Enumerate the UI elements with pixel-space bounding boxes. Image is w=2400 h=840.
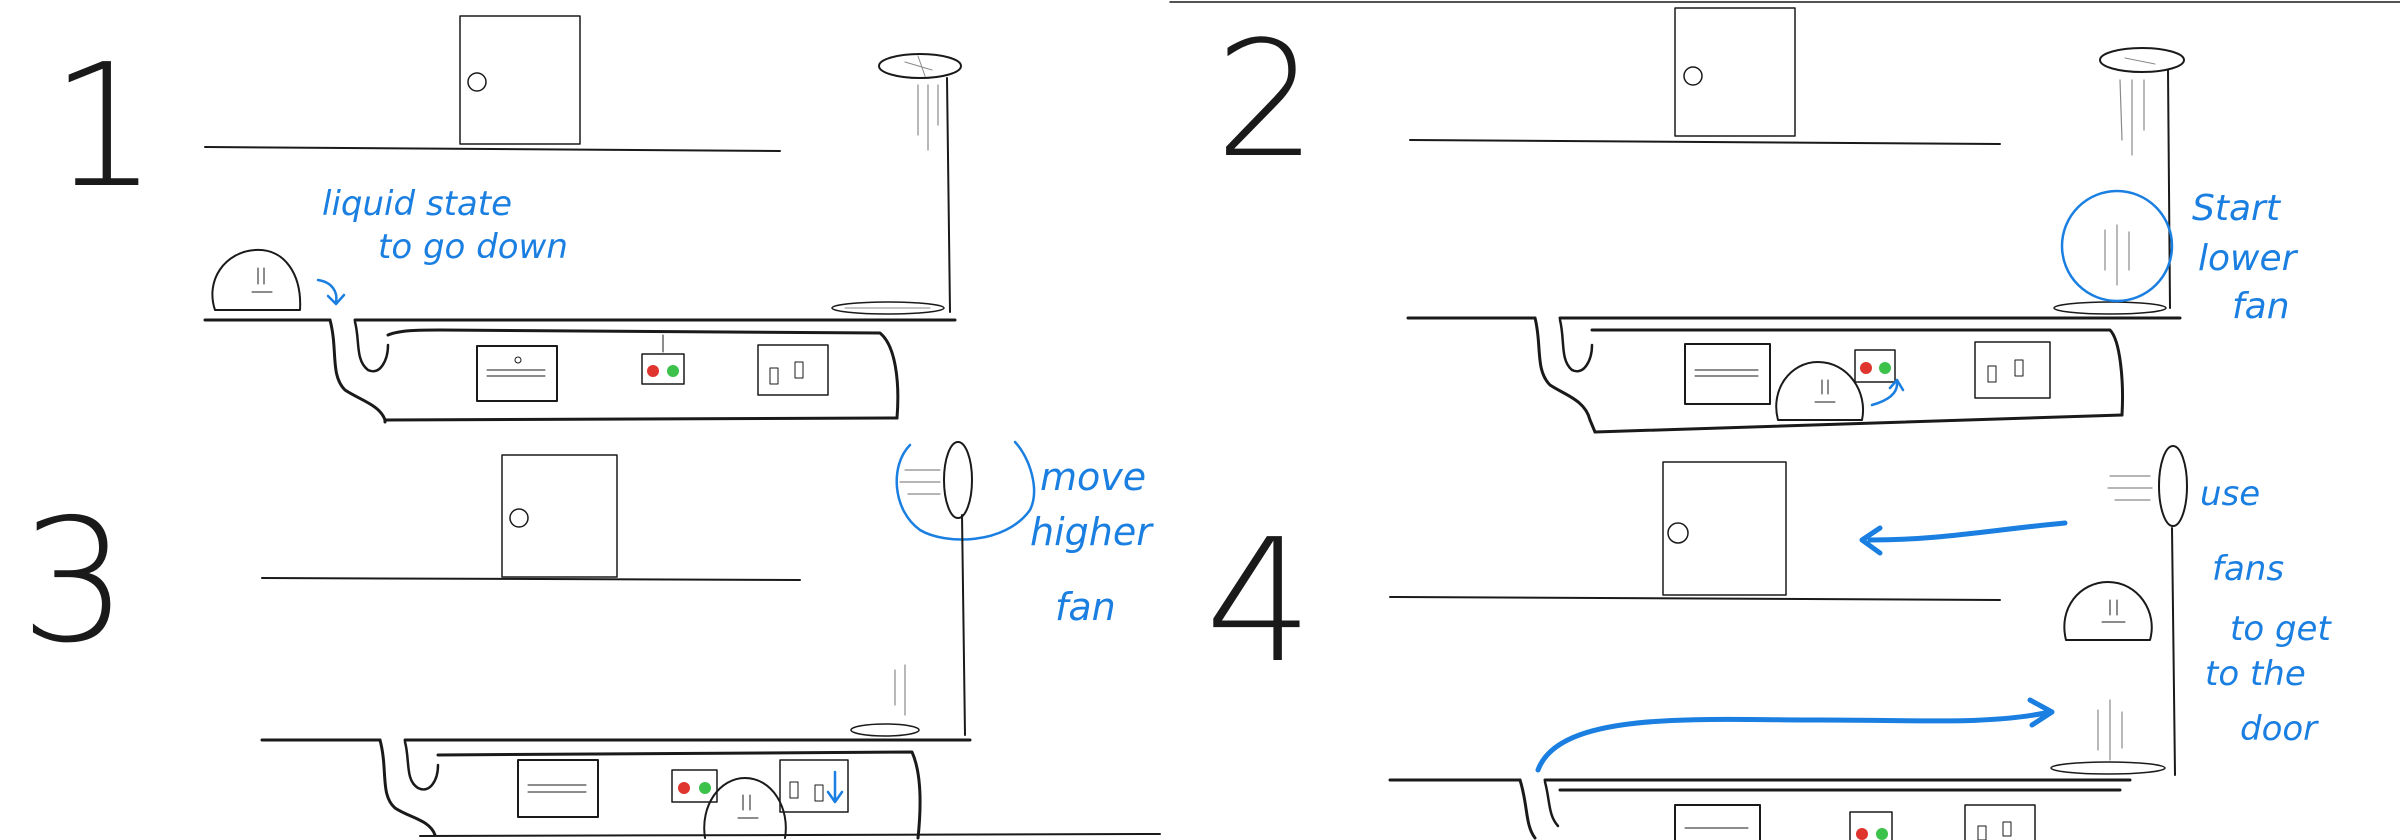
floor-fan-icon [831,301,945,315]
door-icon [1662,461,1787,596]
arrow-icon [316,278,346,306]
fan-icon [899,441,973,519]
blob-character-icon [1775,361,1865,421]
panel-2: 2 [1169,1,2400,434]
floor-fan-icon [2050,699,2166,775]
panel-4: 4 [1205,445,2342,840]
switch-panel [1974,341,2051,399]
door-icon [1674,7,1796,137]
floor-fan-icon [2053,301,2167,315]
button-panel [1849,811,1893,840]
panel-2-note: Start lower fan [2192,188,2308,327]
switch-panel [779,759,849,813]
panel-2-number: 2 [1215,6,1317,193]
panel-4-number: 4 [1205,503,1313,701]
switch-panel [1964,804,2036,840]
arrow-icon [826,770,844,804]
button-panel [1854,349,1896,383]
button-panel [641,334,685,385]
switch-panel [757,344,829,396]
blob-character-icon [2063,581,2153,641]
panel-4-note: use fans to get to the door [2200,474,2342,749]
panel-1: 1 [50,15,962,424]
panel-1-note: liquid state to go down [322,184,568,267]
highlight-circle [895,440,1036,541]
door-icon [501,454,618,578]
fan-icon [2099,47,2185,156]
control-panel-icon [1674,804,1761,840]
panel-3-number: 3 [20,483,128,681]
arrow-icon [1859,520,2068,556]
panel-3: 3 [20,440,1164,840]
control-panel-icon [1684,343,1771,405]
fan-icon [878,53,962,151]
control-panel-icon [476,345,558,402]
fan-icon [2107,445,2188,527]
upper-floor [204,146,781,152]
control-panel-icon [517,759,599,818]
arrow-icon [1870,378,1905,407]
blob-character-icon [211,248,302,311]
floor-fan-icon [850,664,920,737]
button-panel [671,769,718,803]
door-icon [459,15,581,145]
panel-3-note: move higher fan [1030,455,1164,629]
arrow-icon [1535,697,2055,773]
highlight-circle [2060,189,2174,303]
panel-1-number: 1 [50,28,158,226]
